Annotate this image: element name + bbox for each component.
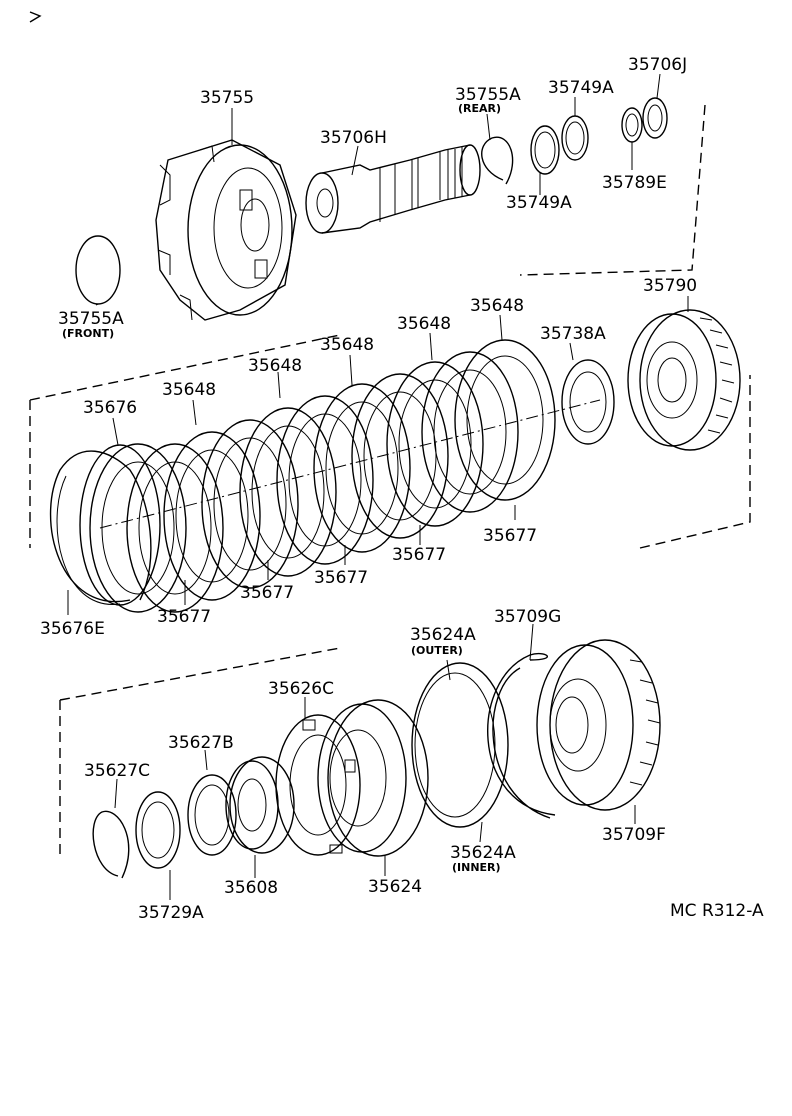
part-label: 35648 <box>162 380 216 400</box>
part-label: 35624A <box>450 843 516 863</box>
snap-ring <box>49 450 152 603</box>
part-label: 35709F <box>602 825 666 845</box>
leader-lines <box>67 73 689 900</box>
part-note: (REAR) <box>458 102 501 115</box>
part-label: 35709G <box>494 607 561 627</box>
part-label: 35755 <box>200 88 254 108</box>
snap-ring-front <box>75 235 121 305</box>
snap-ring <box>487 652 556 819</box>
part-label: 35608 <box>224 878 278 898</box>
piston <box>317 699 429 857</box>
group-boundary <box>29 334 751 549</box>
snap-ring-small <box>92 810 130 879</box>
part-label: 35755A <box>455 85 521 105</box>
thrust-bearing <box>642 97 668 139</box>
part-label: 35627C <box>84 761 150 781</box>
clutch-hub <box>627 309 741 451</box>
part-label: 35648 <box>248 356 302 376</box>
clutch-pack <box>79 339 601 613</box>
thrust-washer <box>135 791 181 869</box>
group-boundary <box>519 104 706 276</box>
part-note: (OUTER) <box>411 644 463 657</box>
roller-bearing <box>225 756 295 854</box>
spring-retainer <box>275 714 361 856</box>
snap-ring-rear <box>481 136 514 185</box>
middle-group <box>29 309 751 613</box>
corner-mark <box>29 11 42 23</box>
piston-cover <box>536 639 661 811</box>
part-label: 35677 <box>483 526 537 546</box>
part-label: 35624A <box>410 625 476 645</box>
part-label: 35677 <box>157 607 211 627</box>
part-label: 35755A <box>58 309 124 329</box>
part-label: 35627B <box>168 733 234 753</box>
diagram-code: MC R312-A <box>670 901 764 921</box>
input-shaft <box>305 144 481 234</box>
part-label: 35648 <box>470 296 524 316</box>
part-label: 35706H <box>320 128 387 148</box>
oil-seal-outer <box>411 662 509 828</box>
part-label: 35677 <box>392 545 446 565</box>
clutch-drum <box>155 139 297 321</box>
part-label: 35624 <box>368 877 422 897</box>
part-label: 35626C <box>268 679 334 699</box>
part-label: 35676 <box>83 398 137 418</box>
part-label: 35749A <box>548 78 614 98</box>
part-label: 35749A <box>506 193 572 213</box>
bearing-race <box>621 107 643 143</box>
part-label: 35729A <box>138 903 204 923</box>
upper-group <box>75 97 706 321</box>
part-label: 35790 <box>643 276 697 296</box>
group-boundary <box>59 647 341 856</box>
part-label: 35677 <box>240 583 294 603</box>
part-label: 35706J <box>628 55 687 75</box>
thrust-washer-1 <box>530 125 560 175</box>
part-note: (INNER) <box>452 861 501 874</box>
thrust-plate <box>561 359 615 445</box>
part-labels: 35755 35755A (FRONT) 35706H 35755A (REAR… <box>40 55 764 923</box>
part-label: 35789E <box>602 173 667 193</box>
part-label: 35738A <box>540 324 606 344</box>
lower-group <box>59 639 661 879</box>
part-note: (FRONT) <box>62 327 114 340</box>
part-label: 35676E <box>40 619 105 639</box>
part-label: 35648 <box>397 314 451 334</box>
washer-b <box>187 774 237 856</box>
part-label: 35677 <box>314 568 368 588</box>
part-label: 35648 <box>320 335 374 355</box>
